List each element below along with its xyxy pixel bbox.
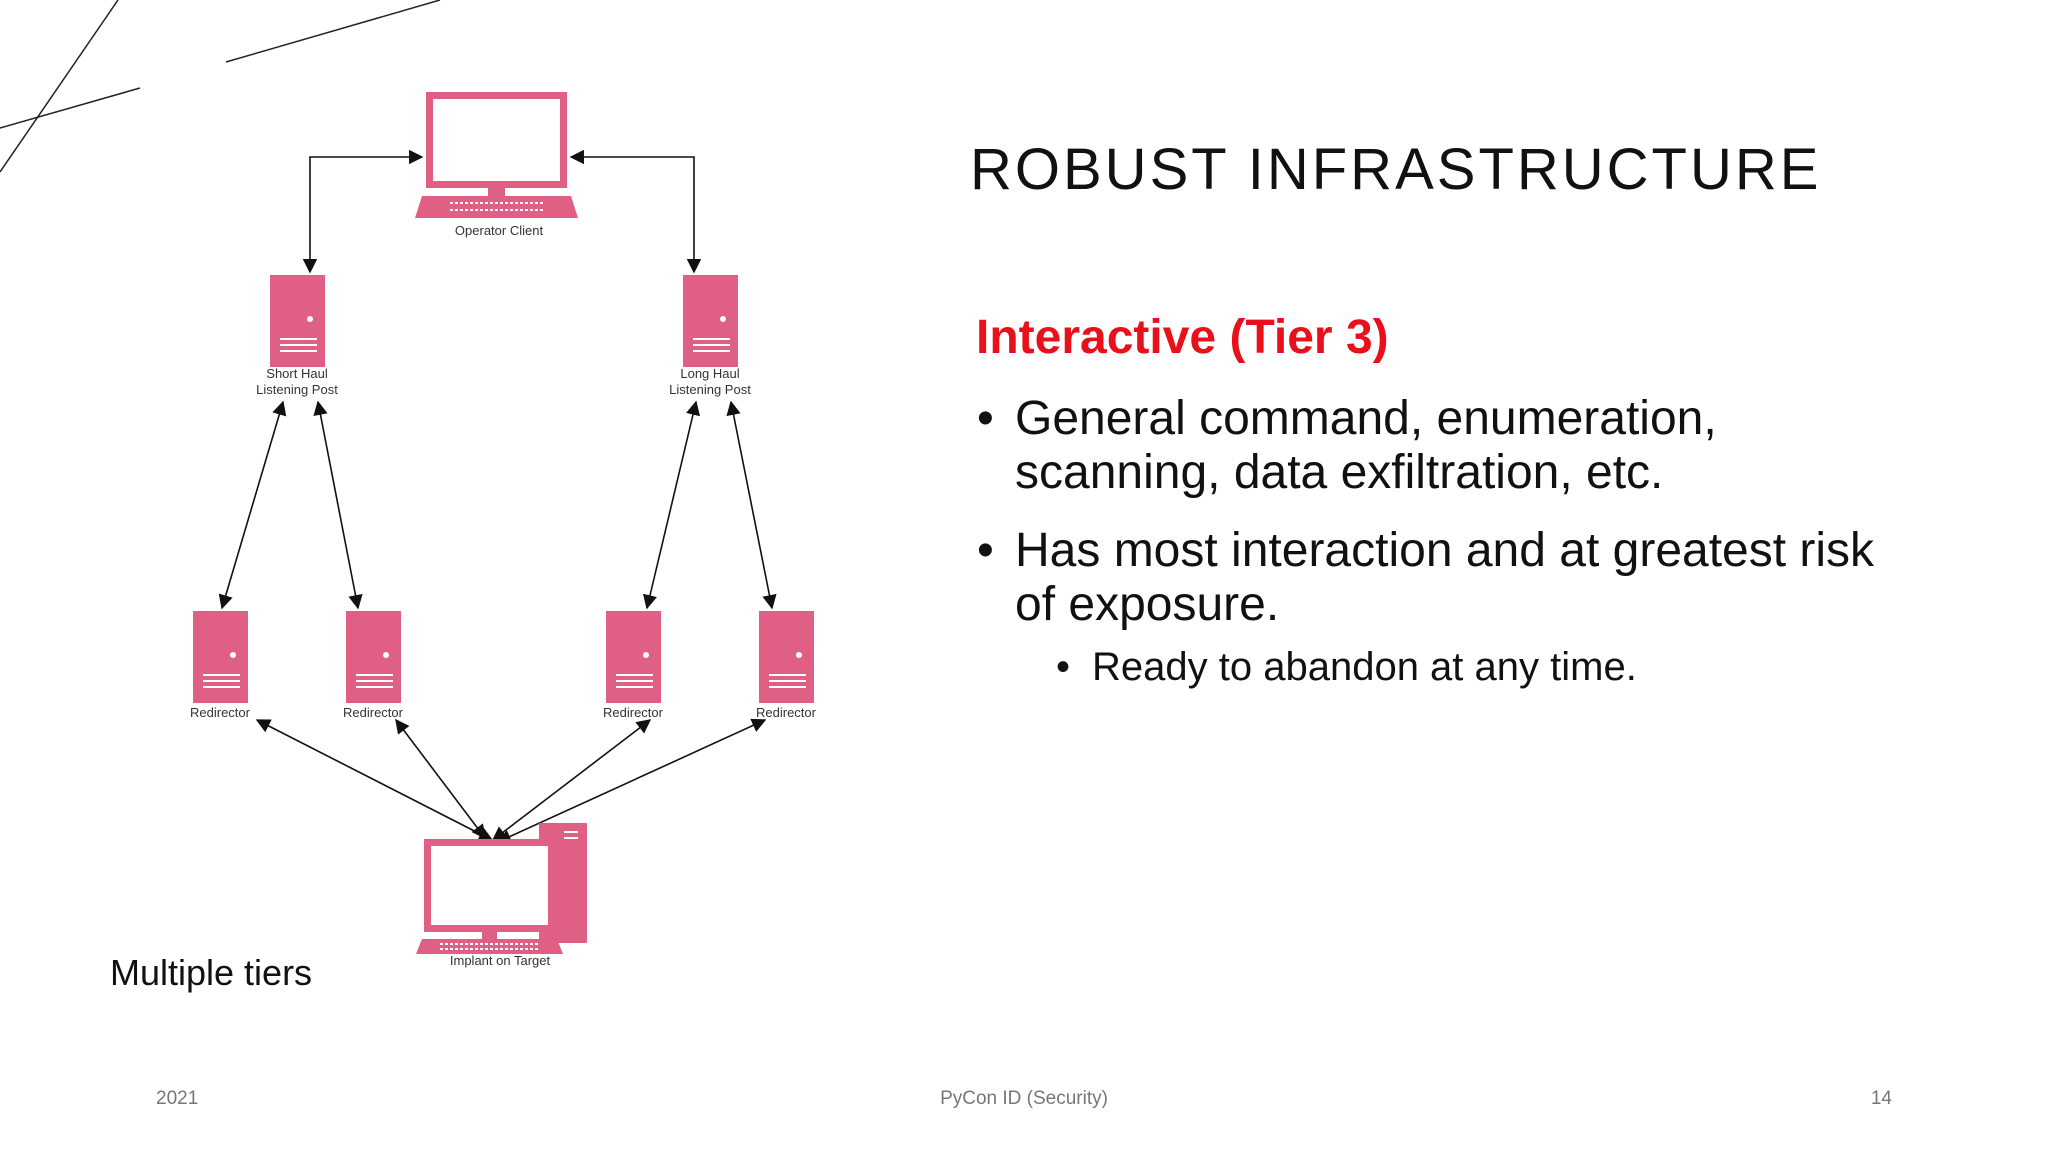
short-haul-label-line1: Short Haul — [266, 366, 328, 381]
redirector-3-icon — [606, 611, 661, 703]
footer-year: 2021 — [156, 1088, 199, 1109]
slide-subtitle: Interactive (Tier 3) — [976, 311, 1389, 364]
long-haul-server-icon — [683, 275, 738, 367]
bullet-item: • General command, enumeration, scanning… — [977, 392, 1915, 500]
bullet-text: Ready to abandon at any time. — [1092, 645, 1637, 689]
infrastructure-diagram: Operator Client Short Haul Listening Pos… — [190, 92, 817, 968]
redirector-2-label: Redirector — [343, 705, 404, 720]
short-haul-server-icon — [270, 275, 325, 367]
long-haul-label-line2: Listening Post — [669, 382, 751, 397]
redirector-2-icon — [346, 611, 401, 703]
bullet-item: • Has most interaction and at greatest r… — [977, 524, 1915, 632]
long-haul-label-line1: Long Haul — [680, 366, 739, 381]
sub-bullet-item: • Ready to abandon at any time. — [1056, 644, 1892, 690]
connector-lines — [218, 149, 777, 844]
redirector-4-icon — [759, 611, 814, 703]
implant-label: Implant on Target — [450, 953, 551, 968]
slide-title: ROBUST INFRASTRUCTURE — [970, 137, 1822, 202]
implant-computer-icon — [416, 823, 587, 954]
operator-client-icon — [415, 92, 578, 218]
decorative-lines — [0, 0, 441, 173]
redirector-1-label: Redirector — [190, 705, 251, 720]
redirector-3-label: Redirector — [603, 705, 664, 720]
redirector-4-label: Redirector — [756, 705, 817, 720]
page-number: 14 — [1870, 1088, 1892, 1109]
bullet-text: Has most interaction and at greatest ris… — [1015, 524, 1875, 631]
operator-client-label: Operator Client — [455, 223, 544, 238]
bullet-marker: • — [977, 392, 994, 445]
footer-event: PyCon ID (Security) — [940, 1088, 1108, 1109]
short-haul-label-line2: Listening Post — [256, 382, 338, 397]
redirector-1-icon — [193, 611, 248, 703]
bullet-marker: • — [977, 524, 994, 577]
bullet-marker: • — [1056, 645, 1071, 689]
bullet-text: General command, enumeration, scanning, … — [1015, 392, 1717, 499]
diagram-caption: Multiple tiers — [110, 952, 313, 993]
